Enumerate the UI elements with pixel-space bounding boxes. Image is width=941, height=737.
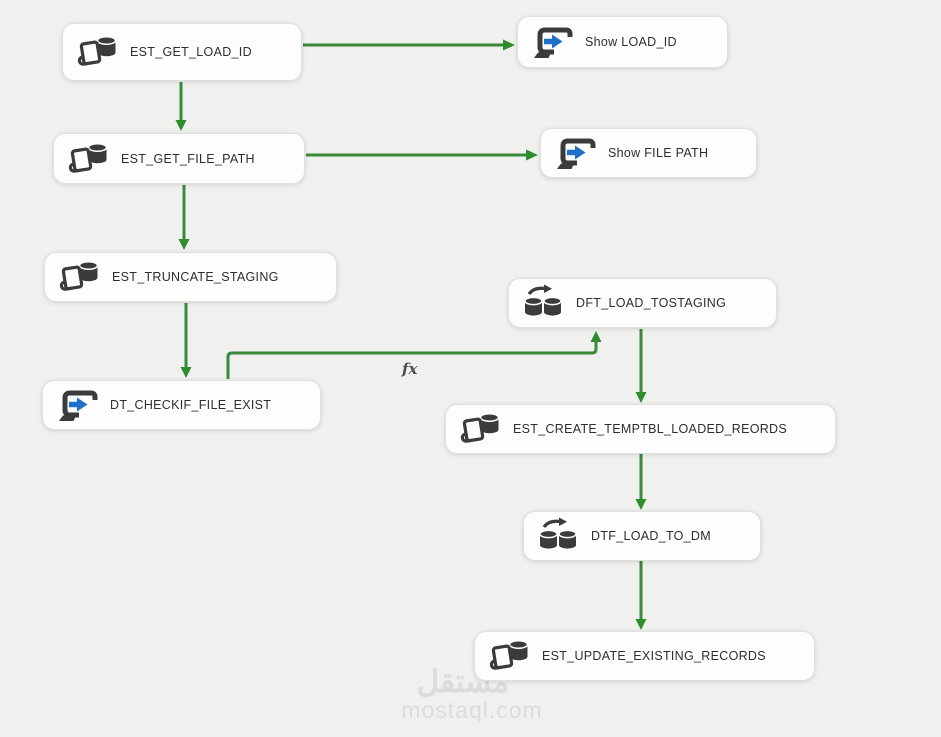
task-label: EST_UPDATE_EXISTING_RECORDS — [542, 649, 766, 663]
connector-truncatestaging-to-checkiffileexist[interactable] — [180, 303, 192, 378]
connector-dftloadtostaging-to-createtemptbl[interactable] — [635, 329, 647, 403]
task-est-truncate-staging[interactable]: EST_TRUNCATE_STAGING — [44, 252, 337, 302]
execute-sql-task-icon — [56, 257, 102, 297]
task-dft-load-tostaging[interactable]: DFT_LOAD_TOSTAGING — [508, 278, 777, 328]
task-dt-checkif-file-exist[interactable]: DT_CHECKIF_FILE_EXIST — [42, 380, 321, 430]
execute-sql-task-icon — [486, 636, 532, 676]
script-task-icon — [552, 133, 598, 173]
execute-sql-task-icon — [65, 139, 111, 179]
script-task-icon — [529, 22, 575, 62]
task-label: EST_CREATE_TEMPTBL_LOADED_REORDS — [513, 422, 788, 436]
data-flow-task-icon — [520, 283, 566, 323]
connector-getfilepath-to-truncatestaging[interactable] — [178, 185, 190, 250]
connector-createtemptbl-to-dtfloadtodm[interactable] — [635, 454, 647, 510]
task-show-file-path[interactable]: Show FILE PATH — [540, 128, 757, 178]
task-label: EST_TRUNCATE_STAGING — [112, 270, 279, 284]
task-label: DFT_LOAD_TOSTAGING — [576, 296, 727, 310]
blue-arrow — [544, 34, 563, 49]
connector-getloadid-to-showloadid[interactable] — [303, 39, 515, 51]
task-est-get-file-path[interactable]: EST_GET_FILE_PATH — [53, 133, 305, 184]
execute-sql-task-icon — [457, 409, 503, 449]
connector-checkiffileexist-to-dftloadtostaging[interactable] — [226, 331, 602, 379]
expression-constraint-label: fx — [402, 360, 418, 378]
task-show-load-id[interactable]: Show LOAD_ID — [517, 16, 728, 68]
task-label: Show LOAD_ID — [585, 35, 677, 49]
data-flow-task-icon — [535, 516, 581, 556]
task-label: DT_CHECKIF_FILE_EXIST — [110, 398, 272, 412]
blue-arrow — [69, 397, 88, 412]
connector-getloadid-to-getfilepath[interactable] — [175, 82, 187, 131]
script-task-icon — [54, 385, 100, 425]
task-est-create-temptbl-loaded-reords[interactable]: EST_CREATE_TEMPTBL_LOADED_REORDS — [445, 404, 836, 454]
task-label: Show FILE PATH — [608, 146, 709, 160]
task-est-update-existing-records[interactable]: EST_UPDATE_EXISTING_RECORDS — [474, 631, 815, 681]
connector-getfilepath-to-showfilepath[interactable] — [306, 149, 538, 161]
task-label: DTF_LOAD_TO_DM — [591, 529, 711, 543]
execute-sql-task-icon — [74, 32, 120, 72]
connector-dtfloadtodm-to-updateexisting[interactable] — [635, 561, 647, 630]
task-est-get-load-id[interactable]: EST_GET_LOAD_ID — [62, 23, 302, 81]
task-dtf-load-to-dm[interactable]: DTF_LOAD_TO_DM — [523, 511, 761, 561]
task-label: EST_GET_LOAD_ID — [130, 45, 252, 59]
watermark-site: mostaql.com — [401, 697, 543, 723]
task-label: EST_GET_FILE_PATH — [121, 151, 255, 166]
blue-arrow — [567, 145, 586, 160]
